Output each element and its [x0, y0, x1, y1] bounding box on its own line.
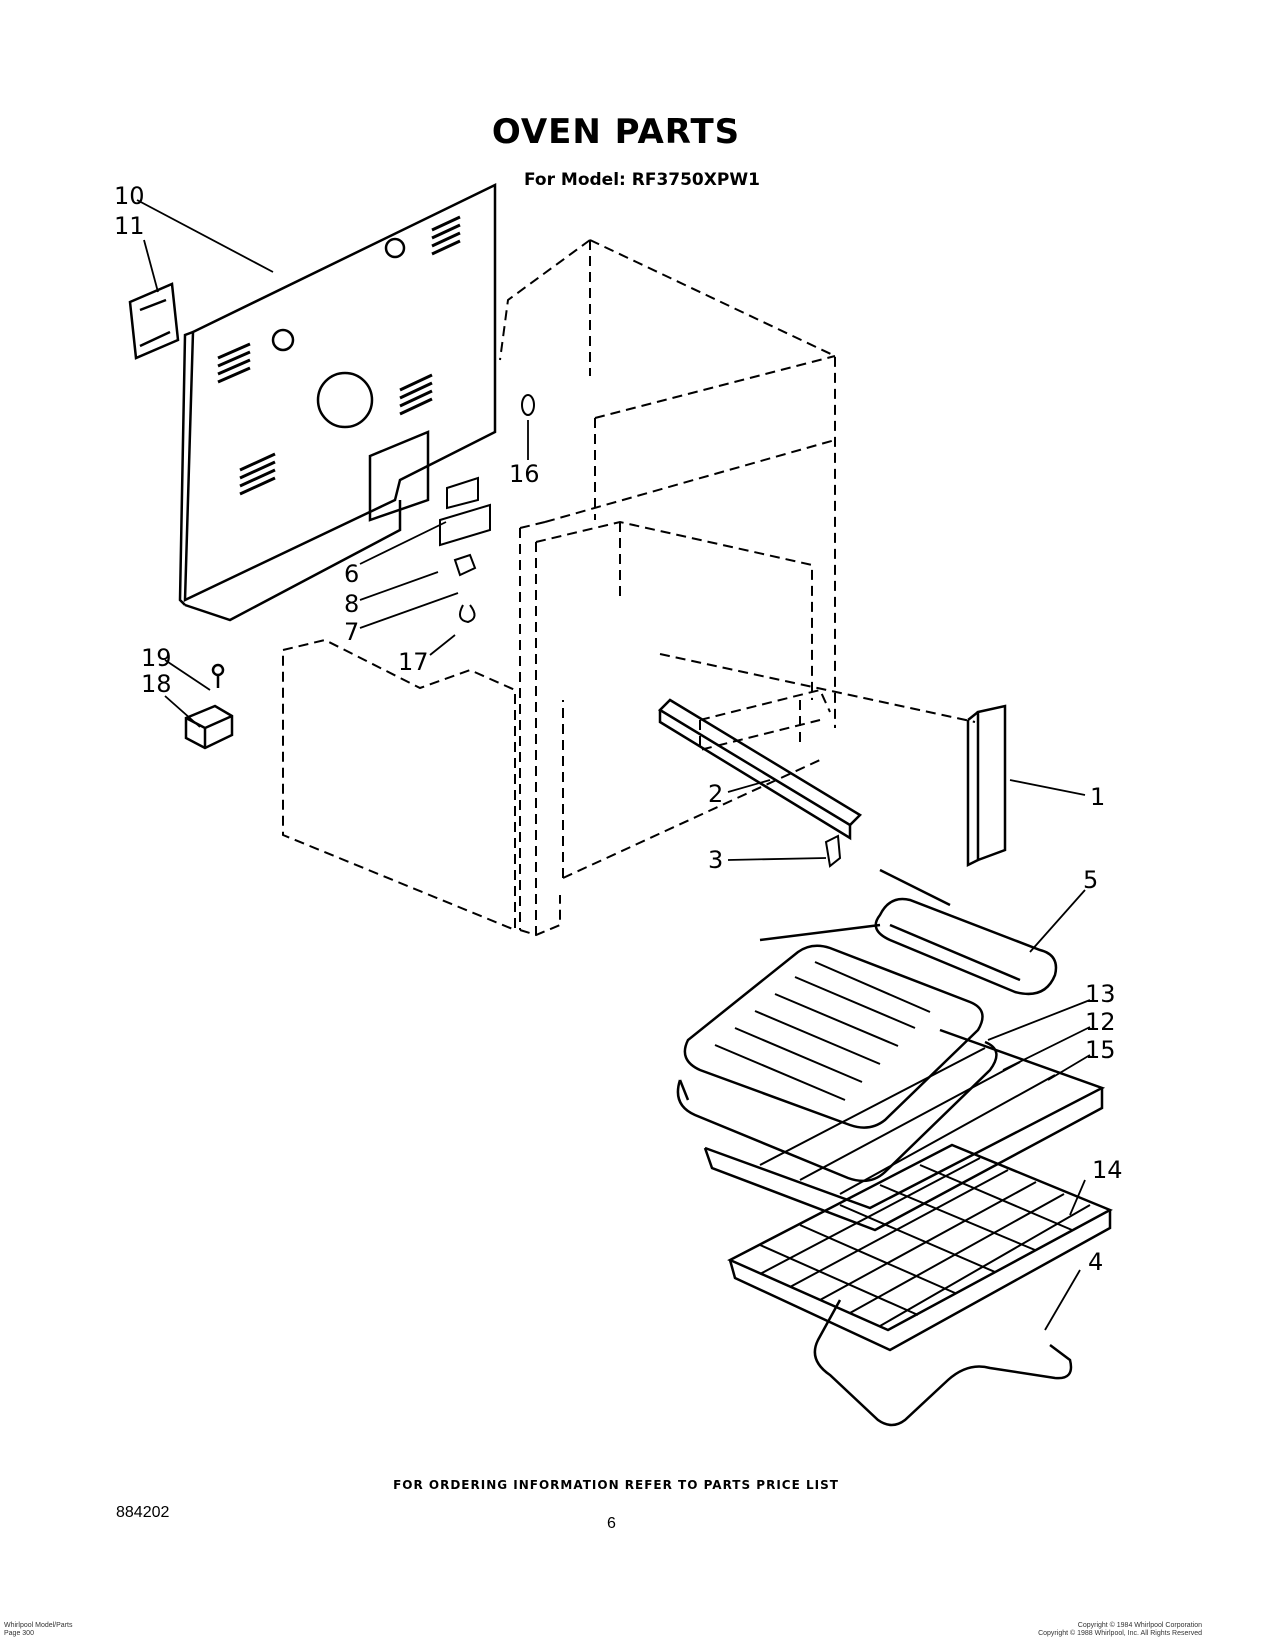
callout-19: 19 — [141, 644, 172, 672]
oven-cavity — [282, 239, 976, 937]
bake-element — [813, 1299, 1073, 1427]
leader-lines — [136, 199, 1091, 1331]
document-number: 884202 — [116, 1504, 170, 1521]
oven-rack-lower — [727, 1143, 1113, 1352]
part-18-block — [184, 663, 234, 750]
broil-element — [759, 868, 1058, 996]
oven-back-panel — [178, 183, 497, 622]
callout-3: 3 — [708, 846, 723, 874]
callout-10: 10 — [114, 182, 145, 210]
callout-16: 16 — [509, 460, 540, 488]
callout-1: 1 — [1090, 783, 1105, 811]
fine-print-left-line: Page 300 — [4, 1630, 34, 1637]
fine-print-left: Whirlpool Model/Parts Page 300 — [4, 1622, 72, 1638]
part-11-plate — [128, 282, 180, 360]
fine-print-left-line: Whirlpool Model/Parts — [4, 1622, 73, 1629]
callout-6: 6 — [344, 560, 359, 588]
ordering-note: FOR ORDERING INFORMATION REFER TO PARTS … — [393, 1478, 839, 1492]
fine-print-right-line: Copyright © 1988 Whirlpool, Inc. All Rig… — [1038, 1630, 1202, 1637]
callout-12: 12 — [1085, 1008, 1116, 1036]
callout-13: 13 — [1085, 980, 1116, 1008]
page-number: 6 — [607, 1515, 616, 1532]
callout-14: 14 — [1092, 1156, 1123, 1184]
part-1-panel — [966, 704, 1007, 868]
callout-2: 2 — [708, 780, 723, 808]
fine-print-right: Copyright © 1984 Whirlpool Corporation C… — [1038, 1622, 1202, 1638]
part-2-bracket — [657, 698, 863, 841]
part-3-clip — [824, 834, 842, 868]
model-subtitle: For Model: RF3750XPW1 — [524, 170, 760, 190]
callout-15: 15 — [1085, 1036, 1116, 1064]
small-parts-cluster — [439, 394, 535, 624]
callout-11: 11 — [114, 212, 145, 240]
callout-7: 7 — [344, 618, 359, 646]
callout-8: 8 — [344, 590, 359, 618]
page-title: OVEN PARTS — [491, 112, 741, 152]
oven-rack-upper — [703, 1028, 1106, 1232]
callout-4: 4 — [1088, 1248, 1103, 1276]
callout-17: 17 — [398, 648, 429, 676]
broiler-pan — [676, 1040, 998, 1183]
fine-print-right-line: Copyright © 1984 Whirlpool Corporation — [1077, 1622, 1202, 1629]
broiler-grid — [683, 944, 984, 1129]
callout-5: 5 — [1083, 866, 1098, 894]
callout-18: 18 — [141, 670, 172, 698]
